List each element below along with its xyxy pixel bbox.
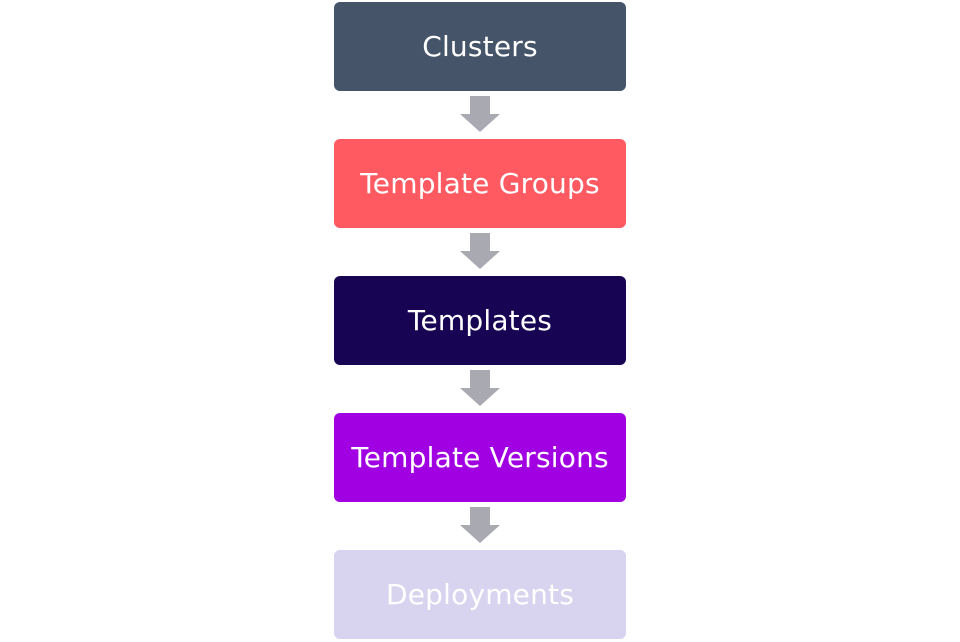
- down-arrow-icon: [460, 96, 500, 132]
- step-label: Clusters: [422, 30, 538, 63]
- step-template-versions: Template Versions: [334, 413, 626, 502]
- step-deployments: Deployments: [334, 550, 626, 639]
- step-label: Template Groups: [360, 167, 600, 200]
- down-arrow-icon: [460, 370, 500, 406]
- step-label: Template Versions: [351, 441, 609, 474]
- step-clusters: Clusters: [334, 2, 626, 91]
- step-label: Deployments: [385, 578, 575, 611]
- step-label: Templates: [407, 304, 553, 337]
- down-arrow-icon: [460, 233, 500, 269]
- step-template-groups: Template Groups: [334, 139, 626, 228]
- down-arrow-icon: [460, 507, 500, 543]
- step-templates: Templates: [334, 276, 626, 365]
